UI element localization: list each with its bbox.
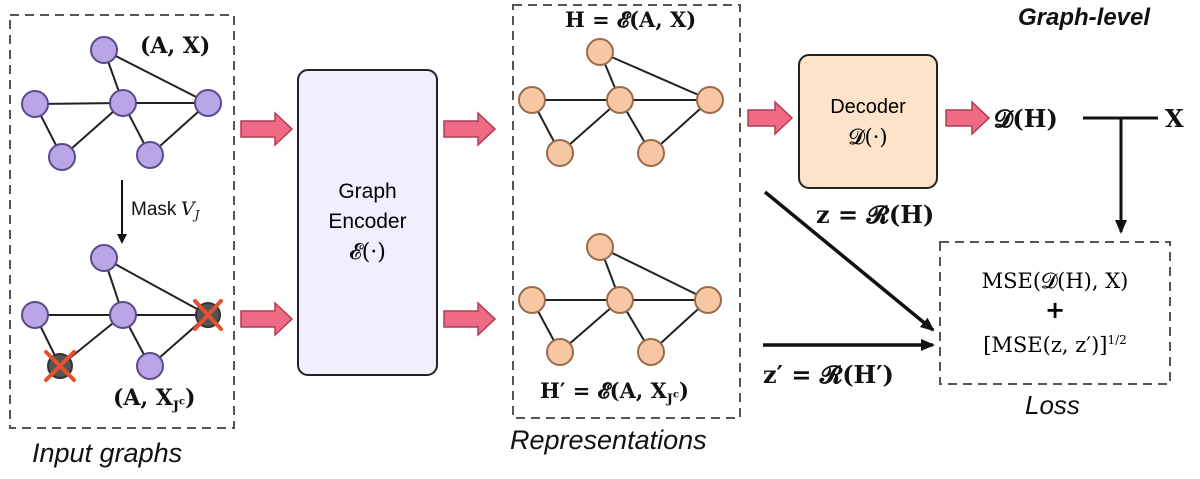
representation-graph-masked xyxy=(518,233,722,366)
arrow-decoder-to-output xyxy=(945,100,991,136)
input-bottom-label: (A, XJc) xyxy=(113,385,196,414)
encoder-line3: 𝓔(·) xyxy=(349,239,386,265)
rep-bottom-main: H′ = 𝓔(A, X xyxy=(540,378,667,403)
representation-graph-full xyxy=(518,38,724,167)
loss-line1: MSE(𝓓(H), X) xyxy=(981,268,1129,293)
loss-formula: MSE(𝓓(H), X) + [MSE(z, z′)]1/2 xyxy=(940,242,1170,384)
target-label: X xyxy=(1165,104,1184,133)
input-bottom-supsub: c xyxy=(179,397,186,409)
corner-title: Graph-level xyxy=(1018,4,1151,31)
arrow-input-to-encoder-top xyxy=(240,111,294,147)
loss-line3: [MSE(z, z′)] xyxy=(983,332,1108,357)
arrow-encoder-to-rep-top xyxy=(443,111,497,147)
input-graph-full xyxy=(21,36,222,171)
encoder-label: Graph Encoder 𝓔(·) xyxy=(298,70,437,375)
loss-line3-wrap: [MSE(z, z′)]1/2 xyxy=(983,323,1127,362)
rep-top-label: H = 𝓔(A, X) xyxy=(565,7,697,32)
mask-cross-icon xyxy=(44,299,223,382)
loss-caption: Loss xyxy=(1025,390,1080,420)
mask-var: V xyxy=(180,198,195,220)
rep-bottom-label: H′ = 𝓔(A, XJc) xyxy=(540,378,689,407)
mask-text: Mask xyxy=(131,199,177,220)
representations-panel xyxy=(512,4,741,419)
decoder-output-label: 𝓓(H) xyxy=(994,104,1058,133)
rep-bottom-close: ) xyxy=(679,378,689,403)
encoder-line1: Graph xyxy=(338,179,397,203)
arrow-encoder-to-rep-bottom xyxy=(443,301,497,337)
input-graph-masked xyxy=(21,244,221,380)
mask-label: Mask VJ xyxy=(131,198,199,222)
loss-box xyxy=(939,241,1171,385)
encoder-line2: Encoder xyxy=(328,209,407,233)
input-bottom-sub: J xyxy=(172,399,180,415)
z-prime-label: z′ = 𝓡(H′) xyxy=(763,360,894,389)
decoder-line1: Decoder xyxy=(830,95,906,118)
arrow-rep-to-decoder xyxy=(747,100,794,136)
input-graphs-caption: Input graphs xyxy=(32,438,183,468)
graph-encoder-box xyxy=(297,69,438,376)
arrow-input-to-encoder-bottom xyxy=(240,301,294,337)
decoder-line2: 𝓓(·) xyxy=(848,124,888,149)
mask-var-sub: J xyxy=(194,208,200,223)
rep-bottom-sub: J xyxy=(666,392,673,408)
loss-exponent: 1/2 xyxy=(1107,332,1127,347)
representations-caption: Representations xyxy=(510,425,707,455)
input-top-label: (A, X) xyxy=(140,33,211,59)
decoder-label: Decoder 𝓓(·) xyxy=(799,55,937,188)
input-bottom-main: (A, X xyxy=(113,385,173,411)
rep-bottom-supsub: c xyxy=(672,389,680,401)
decoder-box xyxy=(798,54,938,189)
loss-plus: + xyxy=(1044,295,1066,324)
arrow-z-to-loss xyxy=(763,190,935,332)
input-graphs-panel xyxy=(9,14,235,429)
z-label: z = 𝓡(H) xyxy=(816,200,935,229)
input-bottom-close: ) xyxy=(185,385,196,411)
